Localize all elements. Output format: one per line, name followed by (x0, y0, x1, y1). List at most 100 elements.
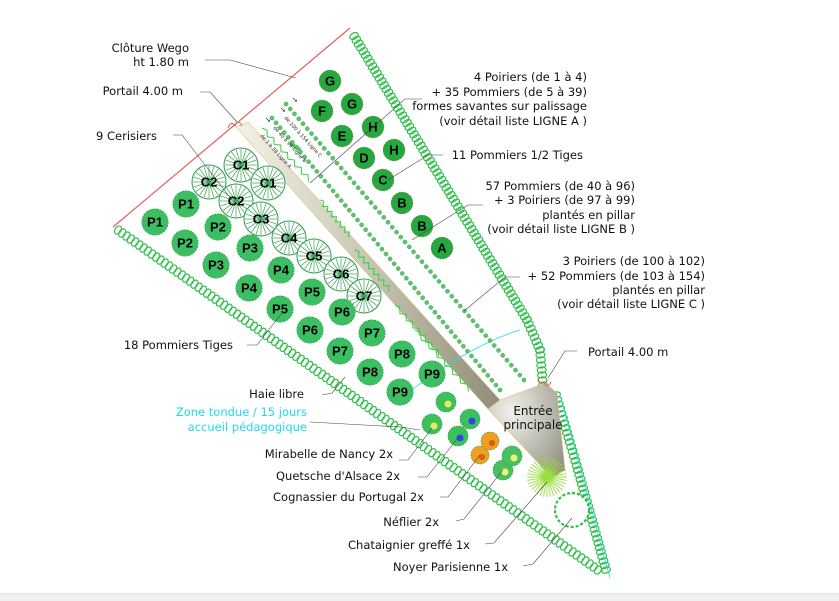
hedge-loop (266, 333, 276, 343)
standard-apple-tree: P1 (172, 190, 200, 218)
hedge-loop (220, 300, 229, 310)
hedge-loop (571, 461, 582, 470)
hedge-loop (595, 548, 606, 556)
noyer-tree (553, 491, 591, 529)
half-stem-apple-tree: H (382, 138, 406, 162)
label-neflier: Néflier 2x (383, 515, 439, 529)
tree-label: P1 (178, 197, 194, 212)
standard-apple-tree: P8 (356, 358, 384, 386)
hedge-loop (585, 559, 594, 569)
pillar-tree-dot (302, 154, 307, 160)
pillar-tree-dot (500, 353, 506, 358)
hedge-loop (594, 543, 605, 552)
pillar-tree-dot (359, 222, 364, 228)
hedge-loop (457, 209, 468, 219)
hedge-loop (564, 438, 575, 446)
hedge-loop (521, 514, 530, 524)
hedge-loop (347, 390, 356, 401)
hedge-loop (534, 523, 543, 533)
label-cognassier: Cognassier du Portugal 2x (273, 490, 424, 504)
hedge-loop (343, 387, 352, 398)
label-cerisiers: 9 Cerisiers (96, 129, 157, 143)
hedge-loop (464, 221, 475, 230)
hedge-loop (531, 337, 542, 346)
pillar-tree-dot (406, 244, 412, 250)
hedge-loop (326, 375, 335, 386)
hedge-loop (535, 356, 546, 364)
pillar-tree-dot (385, 219, 391, 225)
standard-apple-tree: P7 (358, 319, 386, 347)
pillar-tree-dot (487, 338, 493, 343)
pillar-tree-dot (456, 339, 462, 344)
label-ligne-b-4: (voir détail liste LIGNE B ) (487, 222, 635, 236)
tree-label: C2 (201, 175, 218, 190)
mirabelle-tree (435, 391, 457, 413)
pillar-tree-dot (269, 115, 275, 121)
pillar-tree-dot (452, 334, 458, 339)
label-chataignier: Chataignier greffé 1x (348, 538, 470, 552)
pillar-tree-dot (436, 279, 442, 284)
hedge-loop (599, 561, 610, 570)
standard-apple-tree: P4 (235, 274, 263, 302)
hedge-loop (440, 457, 450, 467)
hedge-loop (510, 296, 521, 306)
cherry-tree: C5 (296, 238, 332, 274)
pillar-tree-dot (448, 329, 454, 335)
tree-label: B (397, 196, 406, 211)
hedge-loop (309, 363, 318, 374)
cherry-tree: C2 (191, 164, 227, 200)
hedge-loop (338, 384, 348, 395)
hedge-loop (358, 47, 368, 56)
pillar-tree-dot (416, 290, 421, 296)
pillar-tree-dot (432, 274, 438, 279)
espalier-line (319, 199, 350, 238)
hedge-loop (418, 145, 428, 154)
hedge-loop (466, 225, 477, 234)
pillar-tree-dot (342, 203, 348, 208)
hedge-loop (237, 312, 246, 322)
hedge-loop (522, 316, 532, 324)
lawn-boundary-line-2 (559, 394, 611, 579)
pillar-tree-dot (497, 387, 503, 393)
pillar-tree-dot (402, 239, 408, 245)
hedge-loop (360, 399, 369, 410)
hedge-loop (568, 452, 579, 460)
label-ligne-b-2: + 3 Poiriers (de 97 à 99) (494, 193, 635, 207)
tree-label: H (389, 143, 398, 158)
hedge-loop (439, 179, 449, 188)
cognassier-tree (480, 431, 500, 451)
hedge-loop (313, 366, 322, 377)
half-stem-apple-tree: F (310, 99, 334, 123)
hedge-loop (586, 516, 598, 524)
hedge-loop (567, 447, 578, 455)
standard-apple-tree: P6 (296, 316, 324, 344)
label-ligne-c-1: 3 Poiriers (de 100 à 102) (563, 254, 705, 268)
tree-label: F (318, 104, 326, 119)
tree-label: C1 (233, 158, 250, 173)
standard-apple-tree: P9 (386, 378, 414, 406)
hedge-loop (156, 255, 165, 265)
pillar-tree-dot (395, 266, 401, 271)
tree-label: P4 (241, 281, 258, 296)
hedge-loop (483, 251, 493, 260)
hedge-loop (423, 444, 433, 455)
label-pommiers-tiges: 18 Pommiers Tiges (124, 338, 233, 352)
hedge-loop (372, 69, 382, 78)
hedge-loop (432, 168, 442, 177)
hedge-loop (330, 378, 339, 389)
quetsche-tree (459, 408, 481, 430)
pillar-tree-dot (298, 149, 303, 155)
hedge-loop (169, 264, 178, 274)
hedge-loop (393, 103, 403, 113)
hedge-loop (399, 115, 410, 124)
pillar-tree-dot (477, 363, 482, 369)
hedge-loop (388, 96, 398, 105)
half-stem-apple-tree: D (352, 146, 376, 170)
hedge-loop (211, 294, 220, 304)
hedge-loop (436, 454, 446, 464)
hedge-loop (389, 420, 399, 431)
pillar-tree-dot (398, 234, 404, 240)
pillar-tree-dot (351, 180, 357, 186)
hedge-loop (139, 243, 148, 253)
standard-apple-tree: P3 (202, 251, 230, 279)
